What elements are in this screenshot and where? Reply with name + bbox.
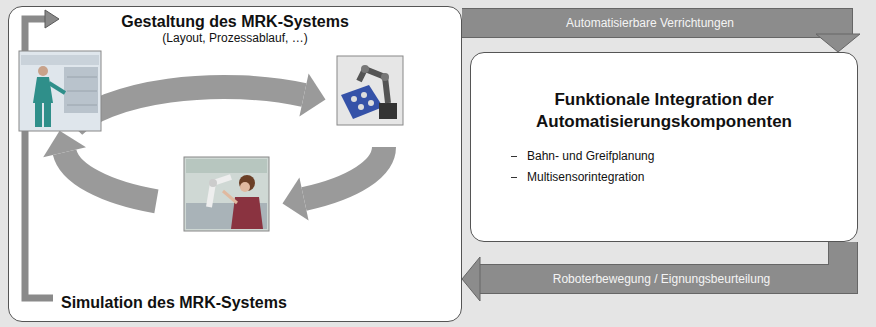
cycle-arrows: [43, 131, 86, 157]
body-text: Simulation des MRK-Systems: [61, 293, 287, 312]
cycle-arrows: [65, 152, 157, 201]
integration-box: Funktionale Integration der Automatisier…: [470, 52, 858, 242]
design-panel: Gestaltung des MRK-Systems(Layout, Proze…: [8, 6, 462, 322]
heading: Gestaltung des MRK-Systems: [121, 12, 349, 31]
robot-cad-photo: [337, 56, 403, 125]
cycle-arrows: [304, 147, 384, 199]
robot-cad-photo: [361, 65, 369, 73]
body-text: Bahn- und Greifplanung: [527, 149, 654, 164]
simulation-photo: [209, 179, 217, 187]
cycle-illustration: [9, 7, 459, 319]
workplace-photo: [33, 77, 53, 103]
workplace-photo: [67, 105, 97, 106]
robot-cad-photo: [359, 69, 388, 103]
text-row: Multisensorintegration: [511, 170, 843, 185]
simulation-photo: [184, 157, 269, 231]
workplace-photo: [21, 55, 99, 65]
body-text: Multisensorintegration: [527, 170, 644, 185]
cycle-arrows: [299, 74, 325, 117]
arrow-head: [816, 34, 860, 52]
text-row: (Layout, Prozessablauf, …): [9, 31, 461, 46]
simulation-photo: [186, 159, 267, 173]
workplace-photo: [35, 103, 42, 127]
workplace-photo: [49, 83, 65, 93]
workplace-photo: [67, 91, 97, 92]
arrow-head: [462, 257, 480, 301]
workplace-photo: [38, 66, 48, 76]
bullet-dash: [511, 177, 517, 178]
text-row: Funktionale Integration der Automatisier…: [511, 89, 817, 133]
block-arrow: [462, 242, 843, 301]
robot-cad-photo: [381, 73, 389, 81]
workplace-photo: [67, 77, 97, 78]
heading: Funktionale Integration der Automatisier…: [511, 89, 817, 133]
robot-cad-photo: [379, 103, 397, 119]
robot-cad-photo: [368, 100, 374, 106]
simulation-photo: [209, 177, 231, 207]
robot-cad-photo: [361, 92, 367, 98]
edge-label: Roboterbewegung / Eignungsbeurteilung: [549, 272, 775, 287]
cycle-arrows: [74, 87, 304, 127]
workplace-photo: [19, 51, 101, 131]
robot-cad-photo: [351, 96, 357, 102]
workplace-photo: [64, 67, 98, 113]
edge-label: Automatisierbare Verrichtungen: [562, 16, 738, 31]
feedback-arrow: [45, 10, 59, 28]
body-text: (Layout, Prozessablauf, …): [162, 31, 307, 46]
simulation-photo: [223, 191, 237, 203]
simulation-photo: [184, 157, 269, 231]
robot-cad-photo: [341, 85, 383, 119]
bullet-dash: [511, 156, 517, 157]
text-row: Simulation des MRK-Systems: [9, 293, 461, 312]
robot-cad-photo: [337, 56, 403, 125]
simulation-photo: [240, 182, 250, 192]
workplace-photo: [19, 51, 101, 131]
simulation-photo: [239, 175, 255, 191]
text-row: Bahn- und Greifplanung: [511, 149, 843, 164]
workplace-photo: [44, 103, 51, 127]
robot-cad-photo: [358, 104, 364, 110]
cycle-arrows: [283, 178, 309, 221]
text-row: Gestaltung des MRK-Systems: [9, 12, 461, 31]
